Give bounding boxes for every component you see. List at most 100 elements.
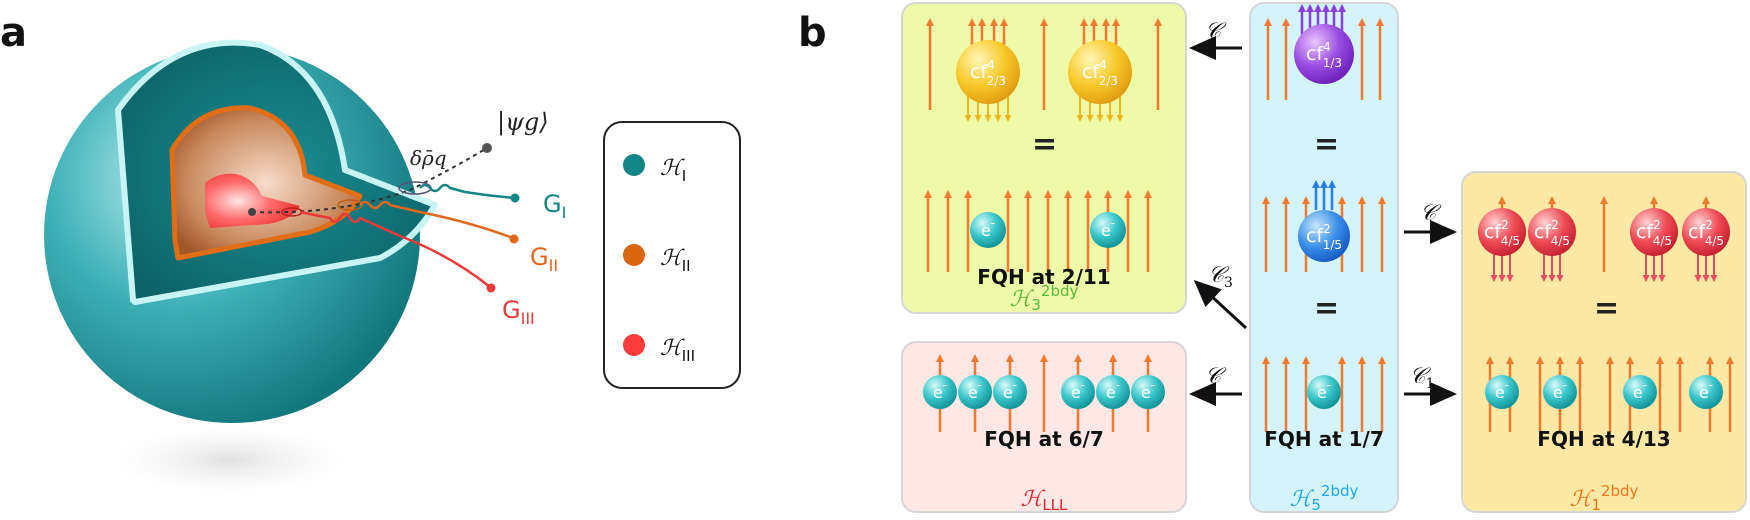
arrow-label-to-h1-bottom: 𝒞1: [1410, 364, 1435, 392]
equals-h5-bottom: =: [1314, 291, 1339, 326]
box-h1: [1461, 171, 1747, 513]
ground-state-label: |ψg⟩: [497, 108, 549, 137]
arrow-label-to-h1-top: 𝒞: [1420, 201, 1442, 226]
spin-h5-m-4: [1358, 196, 1366, 272]
legend-dot-II: [623, 244, 645, 266]
svg-text:e-: e-: [1633, 378, 1647, 402]
svg-text:e-: e-: [1071, 378, 1085, 402]
electron-lll-1: e-: [958, 375, 992, 409]
electron-h5: e-: [1307, 375, 1341, 409]
equals-h1: =: [1594, 291, 1619, 326]
fqh-label-h5: FQH at 1/7: [1264, 427, 1384, 451]
spin-h3-7: [1084, 190, 1092, 272]
spin-h1-b-8: [1676, 356, 1684, 432]
electron-h3-2: e-: [1090, 212, 1126, 248]
fqh-label-h3: FQH at 2/11: [977, 265, 1110, 289]
ground-state-point: [482, 143, 492, 153]
arrow-label-to-lll: 𝒞: [1205, 364, 1227, 389]
panel-a-letter: a: [0, 10, 27, 56]
spin-h5-t-2: [1358, 18, 1366, 100]
spin-h5-m-blue-0: [1312, 180, 1320, 210]
electron-lll-0: e-: [923, 375, 957, 409]
spin-h5-m-1: [1282, 196, 1290, 272]
spin-h5-t-1: [1282, 18, 1290, 100]
gap-dot-I: [510, 193, 520, 203]
spin-h3-9: [1124, 190, 1132, 272]
spin-h1-b-10: [1726, 356, 1734, 432]
spin-h5-t-3: [1376, 18, 1384, 100]
spin-h5-b-5: [1378, 356, 1386, 432]
shell-ring-mid: [337, 199, 363, 211]
spin-h3-2: [964, 190, 972, 272]
electron-h1-3: e-: [1689, 375, 1723, 409]
spin-h3-4: [1024, 190, 1032, 272]
electron-lll-4: e-: [1096, 375, 1130, 409]
spin-h5-b-1: [1282, 356, 1290, 432]
spin-h3-5: [1044, 190, 1052, 272]
electron-lll-5: e-: [1131, 375, 1165, 409]
ham-label-h5: ℋ52bdy: [1290, 482, 1359, 514]
spin-h3-10: [1144, 190, 1152, 272]
svg-text:e-: e-: [1699, 378, 1713, 402]
svg-text:e-: e-: [1003, 378, 1017, 402]
spin-h5-t-0: [1264, 18, 1272, 100]
fqh-label-h1: FQH at 4/13: [1537, 427, 1670, 451]
legend-label-II: ℋII: [660, 246, 691, 275]
spin-h3-6: [1064, 190, 1072, 272]
svg-text:e-: e-: [1317, 378, 1331, 402]
svg-text:e-: e-: [933, 378, 947, 402]
spin-h5-b-0: [1262, 356, 1270, 432]
electron-lll-2: e-: [993, 375, 1027, 409]
arrow-label-to-h3-c3: 𝒞3: [1208, 263, 1233, 291]
spin-h5-b-2: [1302, 356, 1310, 432]
electron-h3-1: e-: [970, 212, 1006, 248]
electron-lll-3: e-: [1061, 375, 1095, 409]
svg-text:e-: e-: [1553, 378, 1567, 402]
svg-text:e-: e-: [1101, 216, 1115, 240]
spin-h5-m-5: [1378, 196, 1386, 272]
gap-label-III: GIII: [502, 296, 535, 328]
legend-dot-III: [623, 334, 645, 356]
spin-h3-0: [924, 190, 932, 272]
legend-label-I: ℋI: [660, 156, 686, 185]
equals-h5-top: =: [1314, 127, 1339, 162]
spin-h3-top-3: [1154, 18, 1162, 110]
gap-dot-II: [509, 234, 519, 244]
layered-sphere: [44, 39, 520, 500]
legend-dot-I: [623, 154, 645, 176]
gap-dot-III: [486, 283, 496, 293]
sphere-shadow: [90, 420, 370, 500]
spin-h3-3: [1004, 190, 1012, 272]
spin-h5-m-0: [1262, 196, 1270, 272]
svg-text:e-: e-: [1141, 378, 1155, 402]
spin-h5-b-4: [1358, 356, 1366, 432]
gap-label-I: GI: [543, 190, 566, 222]
red-core: [205, 173, 300, 228]
ham-label-h1: ℋ12bdy: [1570, 482, 1639, 514]
ham-label-lll: ℋLLL: [1021, 487, 1068, 514]
spin-h3-top-2: [1040, 18, 1048, 110]
gap-line-III: [299, 210, 491, 288]
panel-b-letter: b: [798, 10, 827, 56]
svg-text:e-: e-: [981, 216, 995, 240]
gap-labels: GI GII GIII: [502, 190, 566, 328]
electron-h1-1: e-: [1543, 375, 1577, 409]
perturbation-label: δρ̄q: [410, 146, 447, 170]
legend-frame: [603, 121, 741, 389]
spin-h3-1: [944, 190, 952, 272]
arrow-to-h3-c3: [1193, 279, 1248, 330]
spin-h5-m-blue-1: [1320, 180, 1328, 210]
electron-h1-2: e-: [1623, 375, 1657, 409]
